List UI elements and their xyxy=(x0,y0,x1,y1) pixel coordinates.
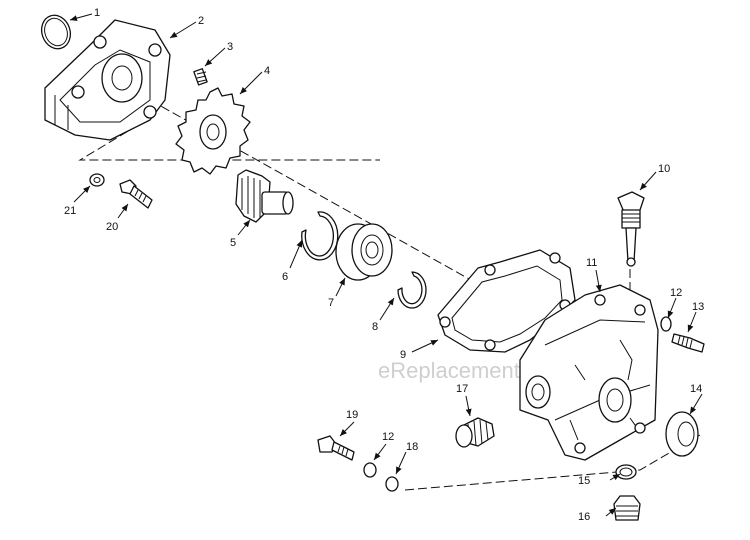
part-8-retaining-ring xyxy=(397,271,427,309)
callout-12-lower: 12 xyxy=(382,431,394,443)
part-6-snap-ring xyxy=(301,211,339,261)
part-2-housing-cover xyxy=(44,19,171,141)
callout-21: 21 xyxy=(64,205,76,217)
part-12-washer-lower xyxy=(363,462,377,478)
callout-10: 10 xyxy=(658,163,670,175)
callout-13: 13 xyxy=(692,301,704,313)
part-5-pinion-shaft xyxy=(235,169,294,223)
part-20-bolt xyxy=(119,179,153,209)
part-15-o-ring xyxy=(615,464,637,480)
part-19-bolt xyxy=(317,435,355,461)
part-7-bearing xyxy=(335,223,393,281)
callout-12-upper: 12 xyxy=(670,287,682,299)
callout-16: 16 xyxy=(578,511,590,523)
callout-9: 9 xyxy=(400,349,406,361)
callout-11: 11 xyxy=(586,257,597,269)
callout-6: 6 xyxy=(282,271,288,283)
part-11-pump-manifold xyxy=(519,284,659,461)
part-18-washer xyxy=(385,476,399,492)
callout-18: 18 xyxy=(406,441,418,453)
part-14-seal-ring xyxy=(665,411,699,457)
callout-1: 1 xyxy=(94,7,100,19)
part-16-plug xyxy=(613,495,641,521)
callout-15: 15 xyxy=(578,475,590,487)
callout-5: 5 xyxy=(230,237,236,249)
part-13-screw xyxy=(671,333,705,353)
part-21-washer xyxy=(89,173,105,187)
callout-4: 4 xyxy=(264,65,270,77)
callout-14: 14 xyxy=(690,383,702,395)
callout-17: 17 xyxy=(456,383,468,395)
callout-2: 2 xyxy=(198,15,204,27)
callout-20: 20 xyxy=(106,221,118,233)
part-17-fitting xyxy=(455,417,495,448)
part-12-washer-upper xyxy=(660,316,672,332)
callout-labels: 1 2 3 4 5 6 7 8 9 10 11 12 12 13 14 15 1… xyxy=(64,7,704,523)
part-3-set-screw xyxy=(193,68,208,86)
callout-3: 3 xyxy=(227,41,233,53)
part-10-valve xyxy=(617,191,645,267)
callout-19: 19 xyxy=(346,409,358,421)
callout-leaders xyxy=(69,13,703,517)
part-4-large-gear xyxy=(175,87,251,175)
callout-8: 8 xyxy=(372,321,378,333)
part-1-o-ring xyxy=(40,14,72,50)
lower-guide-line xyxy=(404,434,701,491)
callout-7: 7 xyxy=(328,297,334,309)
